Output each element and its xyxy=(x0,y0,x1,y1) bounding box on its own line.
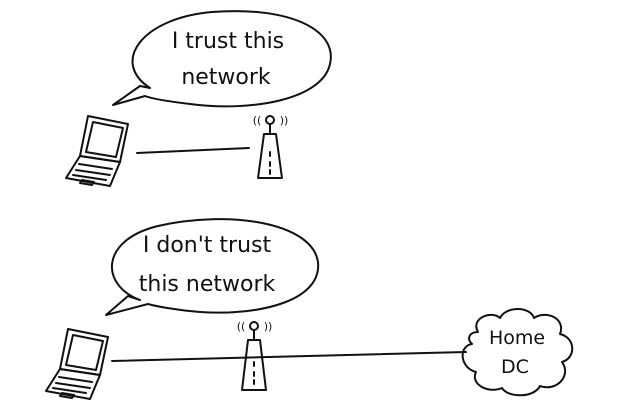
svg-text:((: (( xyxy=(253,114,262,127)
laptop-icon xyxy=(45,328,109,400)
speech-bubble-distrust: I don't trust this network xyxy=(105,218,320,316)
top-scene: I trust this network (( )) xyxy=(65,10,332,187)
bubble-text-line1: I trust this xyxy=(172,29,284,54)
bubble-text-line2: this network xyxy=(139,272,276,297)
connection-line-top xyxy=(136,147,250,154)
cloud-text-line2: DC xyxy=(501,356,529,378)
laptop-icon xyxy=(65,115,129,187)
cloud-text-line1: Home xyxy=(489,327,545,349)
svg-text:((: (( xyxy=(237,320,246,333)
bubble-text-line1: I don't trust xyxy=(143,233,272,258)
svg-text:)): )) xyxy=(280,114,289,127)
svg-text:)): )) xyxy=(264,320,273,333)
wifi-router-icon: (( )) xyxy=(237,320,273,391)
bottom-scene: I don't trust this network (( )) Home DC xyxy=(45,218,574,400)
wifi-router-icon: (( )) xyxy=(253,114,289,179)
speech-bubble-trust: I trust this network xyxy=(112,10,332,108)
connection-line-bottom xyxy=(111,351,467,362)
bubble-text-line2: network xyxy=(181,65,271,90)
cloud-icon: Home DC xyxy=(461,308,574,397)
